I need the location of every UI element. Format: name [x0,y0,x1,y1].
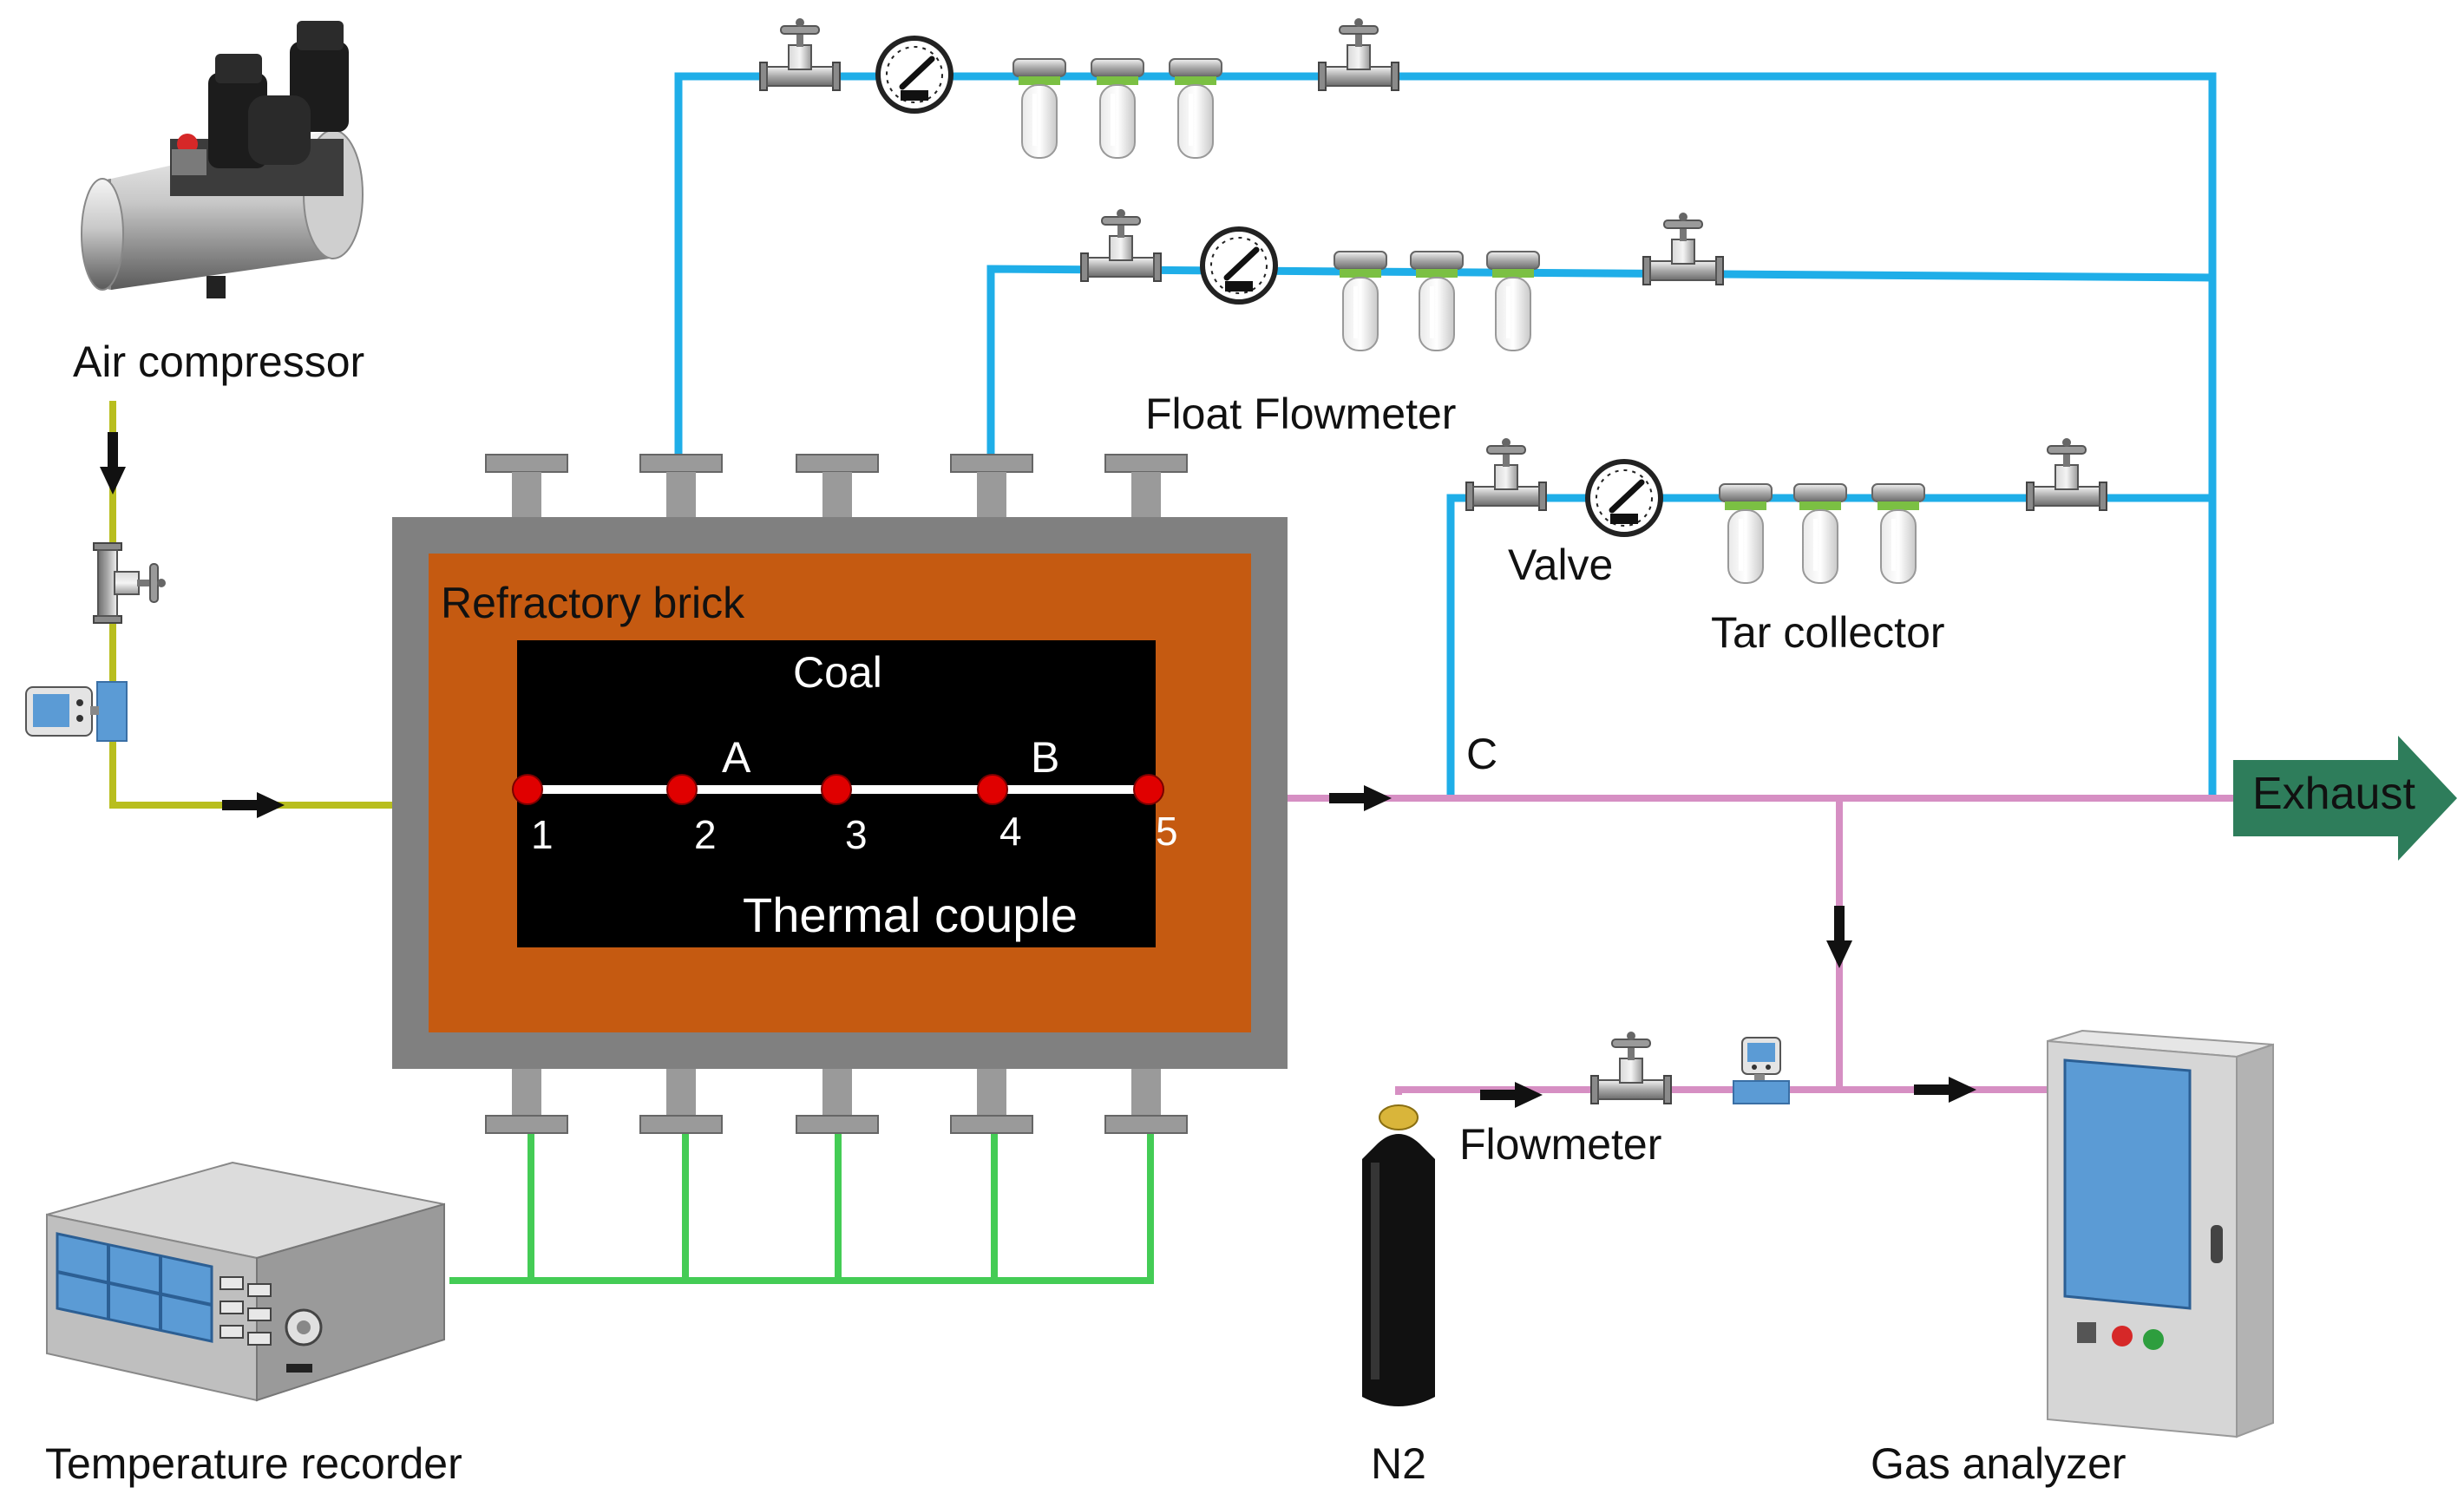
flow-arrow-icon [1914,1077,1976,1103]
valve-label: Valve [1508,541,1613,589]
valve-icon [1080,208,1162,282]
air-compressor-label: Air compressor [73,337,364,386]
float-flowmeter-label: Float Flowmeter [1145,390,1456,438]
thermocouple-point-5 [1133,774,1164,805]
point-a-label: A [722,733,751,782]
digital-flowmeter-icon [25,681,128,742]
flow-arrow-icon [100,432,126,495]
tar-collector-icon [1410,251,1464,351]
tar-collector-icon [1793,483,1847,584]
sampling-line-c [1446,494,2212,796]
coal-label: Coal [793,648,882,697]
valve-icon [1590,1031,1672,1104]
furnace-bottom-ports [485,1065,1188,1134]
gas-analyzer-label: Gas analyzer [1871,1439,2127,1488]
furnace-top-ports [485,454,1188,517]
flowmeter-label: Flowmeter [1459,1120,1661,1169]
thermal-couple-label: Thermal couple [743,888,1078,942]
air-compressor-icon [81,21,364,298]
valve-icon [1465,437,1547,511]
flow-arrow-icon [222,792,285,818]
exhaust-label: Exhaust [2252,769,2415,819]
thermocouple-point-2 [666,774,698,805]
tar-collector-icon [1719,483,1773,584]
valve-icon [1318,17,1399,91]
valve-icon [2026,437,2107,511]
tar-collector-icon [1871,483,1925,584]
furnace [392,454,1288,1134]
pressure-gauge-icon [1588,462,1661,534]
point-c-label: C [1466,730,1497,778]
digital-flowmeter-icon [1733,1037,1790,1104]
tar-collector-icon [1012,58,1066,159]
thermocouple-number: 5 [1156,809,1178,854]
flow-arrow-icon [1329,785,1392,811]
valve-icon [1642,212,1724,285]
valve-icon [759,17,841,91]
thermocouple-number: 4 [999,809,1022,854]
thermocouple-point-4 [977,774,1008,805]
pressure-gauge-icon [878,38,951,111]
temperature-recorder-label: Temperature recorder [45,1439,462,1488]
flow-arrow-icon [1480,1082,1543,1108]
tar-collector-icon [1334,251,1387,351]
thermocouple-number: 1 [531,812,554,857]
thermocouple-number: 2 [694,812,717,857]
valve-icon [93,542,167,624]
thermocouple-points [512,774,1164,805]
temperature-recorder-icon [46,1161,445,1402]
tar-collector-icon [1169,58,1222,159]
exhaust-arrow-icon [2233,736,2457,861]
tar-collector-label: Tar collector [1711,608,1945,657]
sampling-line-a [674,72,2217,798]
flow-arrow-icon [1826,906,1852,968]
tar-collector-icon [1486,251,1540,351]
n2-cylinder-icon [1362,1104,1435,1406]
point-b-label: B [1031,733,1059,782]
thermocouple-number: 3 [845,812,868,857]
n2-label: N2 [1371,1439,1426,1488]
air-supply-line [109,401,392,809]
thermocouple-point-3 [821,774,852,805]
tar-collector-icon [1091,58,1144,159]
pressure-gauge-icon [1203,229,1275,302]
thermocouple-point-1 [512,774,543,805]
gas-analyzer-icon [2047,1029,2274,1438]
refractory-brick-label: Refractory brick [441,579,745,627]
